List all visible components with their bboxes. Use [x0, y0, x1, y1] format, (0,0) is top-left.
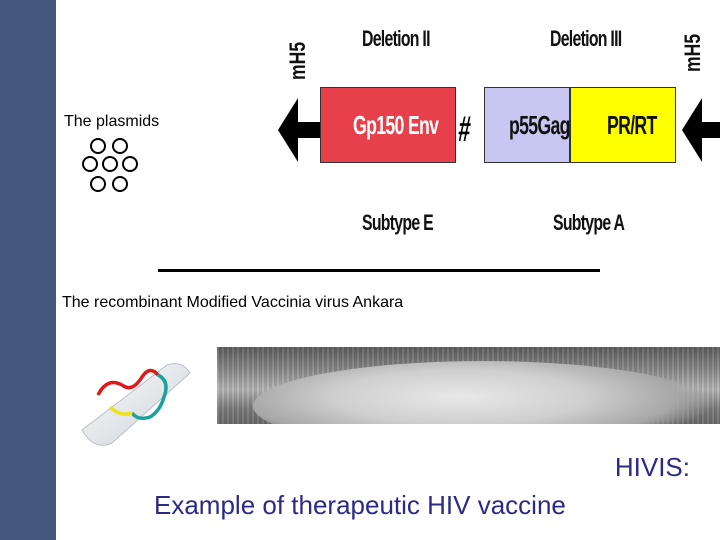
plasmid-circle [102, 156, 118, 172]
right-arrow [682, 98, 720, 162]
recombinant-label: The recombinant Modified Vaccinia virus … [62, 294, 403, 312]
mh5-right-label: mH5 [680, 34, 706, 72]
p55gag-box: p55Gag [484, 87, 570, 163]
plasmid-circle [82, 156, 98, 172]
virus-particle [253, 361, 713, 424]
gp150-env-box: Gp150 Env [320, 87, 456, 163]
plasmid-circle [112, 176, 128, 192]
vaccine-device-image [72, 355, 202, 455]
deletion-ii-label: Deletion II [362, 26, 430, 52]
slide-title-line1: HIVIS: [615, 452, 690, 483]
divider-line [158, 269, 600, 272]
device-body [82, 364, 190, 446]
plasmid-circle [90, 138, 106, 154]
subtype-e-label: Subtype E [362, 210, 433, 236]
plasmids-label: The plasmids [64, 113, 159, 131]
prrt-label: PR/RT [607, 110, 657, 141]
slide-title-line2: Example of therapeutic HIV vaccine [154, 490, 566, 521]
plasmid-circle [90, 176, 106, 192]
deletion-iii-label: Deletion III [550, 26, 621, 52]
plasmid-circle [112, 138, 128, 154]
virus-micrograph [217, 347, 720, 424]
prrt-box: PR/RT [570, 87, 676, 163]
side-bar [0, 0, 56, 540]
left-arrow [278, 98, 322, 162]
plasmid-circle [122, 156, 138, 172]
subtype-a-label: Subtype A [553, 210, 624, 236]
gp150-env-label: Gp150 Env [353, 110, 438, 141]
mh5-left-label: mH5 [285, 42, 311, 80]
p55gag-label: p55Gag [509, 110, 570, 141]
